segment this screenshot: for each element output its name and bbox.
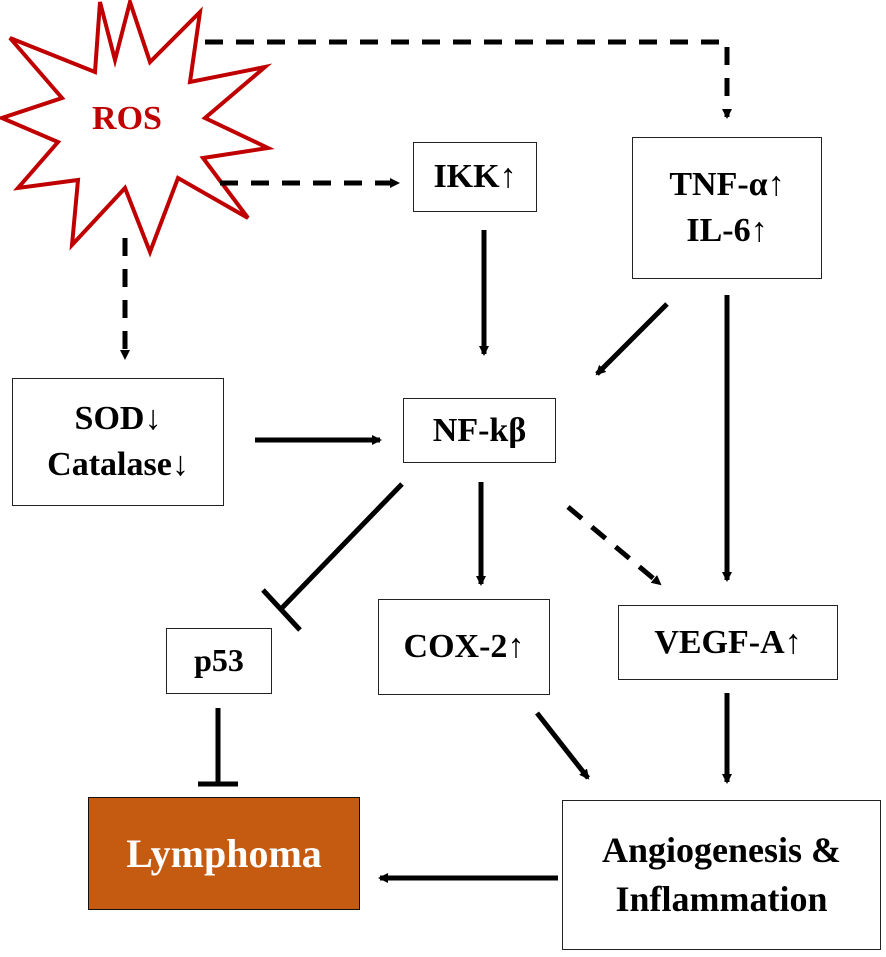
node-angio-label: Angiogenesis & bbox=[601, 830, 841, 871]
node-nfkb-label: NF-kβ bbox=[432, 411, 527, 449]
edge-nfkb-vegfa bbox=[566, 505, 662, 586]
node-lymphoma-label: Lymphoma bbox=[126, 830, 322, 876]
edge-ros-tnf bbox=[205, 39, 732, 119]
ros-starburst-icon bbox=[0, 0, 275, 258]
node-vegfa: VEGF-A↑ bbox=[618, 605, 838, 680]
node-tnf-il6: TNF-α↑ IL-6↑ bbox=[632, 137, 822, 279]
node-tnf-label: TNF-α↑ bbox=[669, 166, 785, 204]
inhibition-bar-p53 bbox=[261, 588, 302, 632]
node-angiogenesis-inflammation: Angiogenesis & Inflammation bbox=[562, 800, 881, 950]
node-lymphoma: Lymphoma bbox=[88, 797, 360, 910]
edge-nfkb-p53 bbox=[278, 482, 404, 612]
node-sod-label: SOD↓ bbox=[74, 400, 162, 438]
edge-tnf-nfkb bbox=[595, 302, 669, 376]
node-p53-label: p53 bbox=[194, 642, 244, 679]
node-sod-catalase: SOD↓ Catalase↓ bbox=[12, 378, 224, 506]
node-il6-label: IL-6↑ bbox=[686, 212, 768, 249]
node-p53: p53 bbox=[166, 628, 272, 694]
node-cox2: COX-2↑ bbox=[378, 599, 550, 695]
node-inflammation-label: Inflammation bbox=[615, 879, 828, 919]
edge-cox2-angio bbox=[535, 711, 590, 780]
node-vegfa-label: VEGF-A↑ bbox=[654, 623, 802, 661]
node-ikk-label: IKK↑ bbox=[433, 158, 517, 196]
node-catalase-label: Catalase↓ bbox=[47, 446, 189, 483]
node-nfkb: NF-kβ bbox=[403, 398, 556, 463]
node-cox2-label: COX-2↑ bbox=[403, 628, 525, 666]
node-ikk: IKK↑ bbox=[413, 142, 537, 212]
ros-label: ROS bbox=[92, 100, 162, 137]
